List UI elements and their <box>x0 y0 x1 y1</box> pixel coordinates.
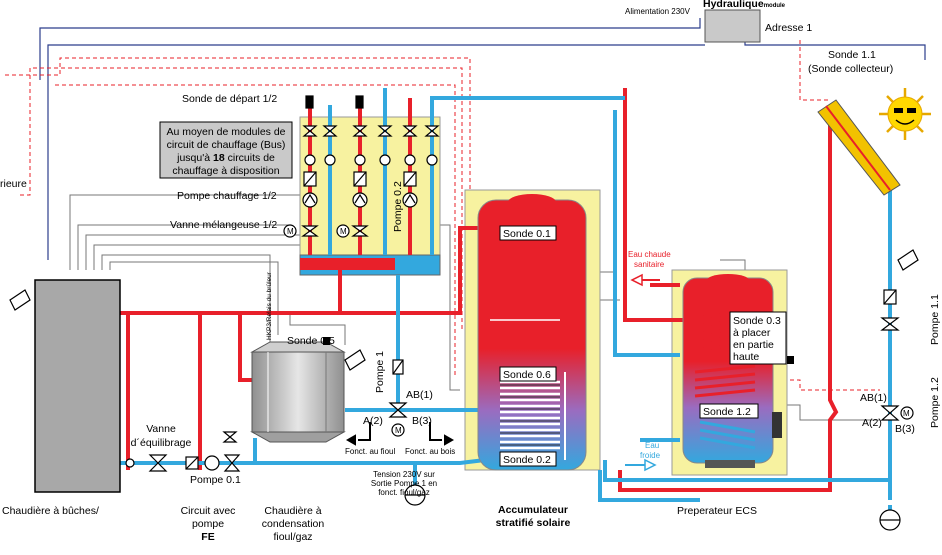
mixer-motor-1-label: M <box>287 227 294 236</box>
info-line-3: jusqu'à 18 circuits de <box>176 152 275 164</box>
pompe-02-label: Pompe 0.2 <box>392 181 404 232</box>
info-line-2: circuit de chauffage (Bus) <box>167 139 286 151</box>
a2-right-label: A(2) <box>862 417 882 429</box>
ab1-left-label: AB(1) <box>406 389 433 401</box>
eau-chaude-line-1: Eau chaude <box>628 250 671 259</box>
sonde-01-label: Sonde 0.1 <box>503 228 551 240</box>
preparateur-label: Preperateur ECS <box>677 505 757 517</box>
fonct-fioul-label: Fonct. au fioul <box>345 447 395 456</box>
sonde-05-label: Sonde 0.5 <box>287 335 335 347</box>
tension-line-3: fonct. fioul/gaz <box>378 488 430 497</box>
accumulateur-line-1: Accumulateur <box>498 504 568 516</box>
module-base-hot <box>300 258 395 270</box>
vanne-equilibrage-line-2: d´équilibrage <box>131 437 192 449</box>
chaudiere-cond-line-2: condensation <box>262 518 325 530</box>
lower-components <box>9 249 919 531</box>
rieure-label: rieure <box>0 178 27 190</box>
ecs-hot-arrow <box>630 273 660 287</box>
sonde-12-label: Sonde 1.2 <box>703 406 751 418</box>
info-line-3-post: circuits de <box>225 152 275 164</box>
sonde-11-label: Sonde 1.1 <box>828 49 876 61</box>
sensor-label-boxes <box>499 225 787 467</box>
chaudiere-cond-line-3: fioul/gaz <box>273 531 312 543</box>
ecs-coil-bottom <box>699 420 756 450</box>
info-line-3-pre: jusqu'à <box>176 152 213 164</box>
a2-left-label: A(2) <box>363 415 383 427</box>
eau-froide-line-1: Eau <box>645 441 659 450</box>
tension-line-1: Tension 230V sur <box>373 470 435 479</box>
pompe-11-label: Pompe 1.1 <box>929 294 941 345</box>
mixer-motor-2-label: M <box>340 227 347 236</box>
fonct-bois-label: Fonct. au bois <box>405 447 455 456</box>
sonde-collecteur-label: (Sonde collecteur) <box>808 63 893 75</box>
ecs-cold-arrow <box>625 458 657 472</box>
eau-chaude-line-2: sanitaire <box>634 260 665 269</box>
condensing-boiler <box>250 341 346 443</box>
direction-arrows <box>345 422 455 446</box>
sonde-06-label: Sonde 0.6 <box>503 369 551 381</box>
diverter-valve-left <box>388 402 408 418</box>
alimentation-label: Alimentation 230V <box>625 7 691 16</box>
circuit-pompe-line-3: FE <box>201 531 214 543</box>
solar-collector <box>817 99 901 196</box>
chaudiere-cond-line-1: Chaudière à <box>264 505 321 517</box>
tank-top-cap <box>508 194 556 210</box>
b3-left-label: B(3) <box>412 415 432 427</box>
hydraulique-module-box <box>704 9 761 43</box>
flow-sensor-1 <box>305 95 314 109</box>
info-line-4: chauffage à disposition <box>172 165 279 177</box>
sun-icon <box>879 88 931 140</box>
sonde-03-line-1: Sonde 0.3 <box>733 315 781 327</box>
info-line-3-num: 18 <box>213 152 225 164</box>
pompe-chauffage-label: Pompe chauffage 1/2 <box>177 190 277 202</box>
tank-coil-dark <box>500 384 560 446</box>
hydraulique-title: Hydrauliquemodule <box>703 0 786 10</box>
adresse-label: Adresse 1 <box>765 22 812 34</box>
vanne-melangeuse-label: Vanne mélangeuse 1/2 <box>170 219 277 231</box>
sonde-03-line-2: à placer <box>733 327 771 339</box>
ecs-flange <box>772 412 782 438</box>
circuit-pompe-line-2: pompe <box>192 518 224 530</box>
pompe-12-label: Pompe 1.2 <box>929 377 941 428</box>
pompe-1-label: Pompe 1 <box>374 351 386 393</box>
sonde-03-line-4: haute <box>733 351 759 363</box>
sonde-02-label: Sonde 0.2 <box>503 454 551 466</box>
accumulateur-line-2: stratifié solaire <box>496 517 571 529</box>
flow-sensor-2 <box>355 95 364 109</box>
wood-boiler <box>34 279 121 493</box>
control-wiring <box>5 18 926 421</box>
sensor-dots <box>323 337 794 364</box>
eau-froide-line-2: froide <box>640 451 661 460</box>
ecs-coil-mid <box>694 364 756 398</box>
module-components <box>283 95 440 238</box>
pompe-01-label: Pompe 0.1 <box>190 474 241 486</box>
relais-bruleur-label: HKP3/Relais du brûleur <box>266 271 273 340</box>
tension-line-2: Sortie Pompe 1 en <box>371 479 437 488</box>
sonde-03-line-3: en partie <box>733 339 774 351</box>
b3-right-label: B(3) <box>895 423 915 435</box>
heating-module <box>299 116 441 276</box>
vanne-equilibrage-line-1: Vanne <box>146 423 176 435</box>
tank-coil <box>500 380 560 450</box>
ecs-base <box>705 460 755 468</box>
info-box <box>159 121 293 179</box>
chaudiere-buches-label: Chaudière à bûches/ <box>2 505 99 517</box>
right-motor-label: M <box>903 409 910 418</box>
circuit-pompe-line-1: Circuit avec <box>181 505 236 517</box>
ab1-right-label: AB(1) <box>860 392 887 404</box>
left-motor-label: M <box>395 426 402 435</box>
diverter-valve-right <box>880 405 900 421</box>
sonde-depart-label: Sonde de départ 1/2 <box>182 93 277 105</box>
info-line-1: Au moyen de modules de <box>166 126 285 138</box>
ecs-top-cap <box>706 274 750 288</box>
